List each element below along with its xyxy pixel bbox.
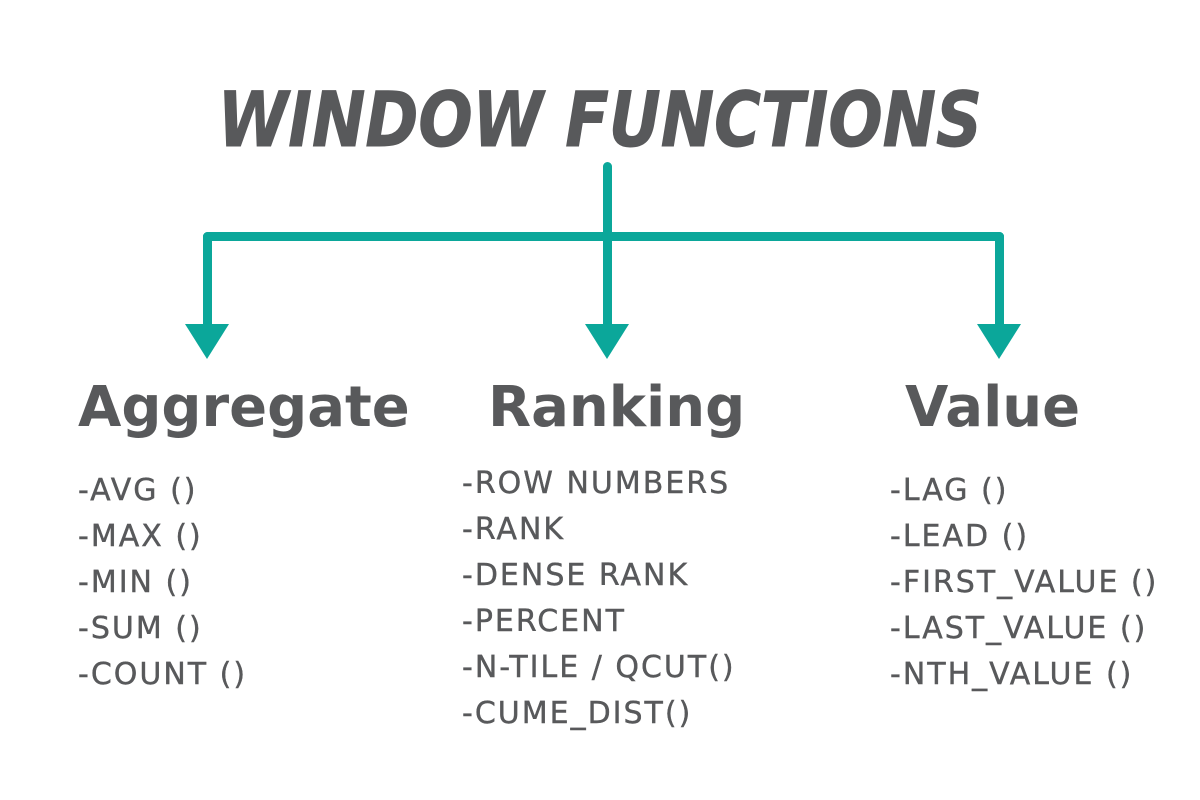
- list-item: -FIRST_VALUE (): [890, 565, 1159, 600]
- branch-aggregate: Aggregate -AVG () -MAX () -MIN () -SUM (…: [78, 380, 410, 698]
- title-wrap: WINDOW FUNCTIONS: [0, 75, 1200, 164]
- aggregate-function-list: -AVG () -MAX () -MIN () -SUM () -COUNT (…: [78, 468, 410, 698]
- connector-right-vertical: [995, 232, 1004, 330]
- list-item: -LEAD (): [890, 519, 1030, 554]
- list-item: -NTH_VALUE (): [890, 657, 1134, 692]
- value-function-list: -LAG () -LEAD () -FIRST_VALUE () -LAST_V…: [890, 468, 1158, 698]
- arrow-down-icon: [185, 324, 229, 359]
- list-item: -SUM (): [78, 611, 203, 646]
- branch-value: Value -LAG () -LEAD () -FIRST_VALUE () -…: [890, 380, 1158, 698]
- branch-heading-value: Value: [905, 375, 1081, 440]
- list-item: -N-TILE / QCUT(): [462, 650, 736, 685]
- list-item: -ROW NUMBERS: [462, 466, 731, 501]
- arrow-down-icon: [977, 324, 1021, 359]
- list-item: -COUNT (): [78, 657, 248, 692]
- branch-ranking: Ranking -ROW NUMBERS -RANK -DENSE RANK -…: [462, 380, 745, 737]
- list-item: -CUME_DIST(): [462, 696, 693, 731]
- list-item: -AVG (): [78, 473, 198, 508]
- list-item: -LAST_VALUE (): [890, 611, 1148, 646]
- connector-left-vertical: [203, 232, 212, 330]
- ranking-function-list: -ROW NUMBERS -RANK -DENSE RANK -PERCENT …: [462, 461, 745, 737]
- connector-horizontal-bar: [203, 232, 1004, 241]
- branch-heading-aggregate: Aggregate: [78, 375, 410, 440]
- branch-heading-ranking: Ranking: [488, 375, 746, 440]
- arrow-down-icon: [585, 324, 629, 359]
- list-item: -LAG (): [890, 473, 1009, 508]
- page-title: WINDOW FUNCTIONS: [217, 75, 983, 164]
- list-item: -PERCENT: [462, 604, 626, 639]
- list-item: -MIN (): [78, 565, 193, 600]
- connector-stem-vertical: [603, 162, 612, 330]
- list-item: -RANK: [462, 512, 566, 547]
- list-item: -DENSE RANK: [462, 558, 690, 593]
- list-item: -MAX (): [78, 519, 203, 554]
